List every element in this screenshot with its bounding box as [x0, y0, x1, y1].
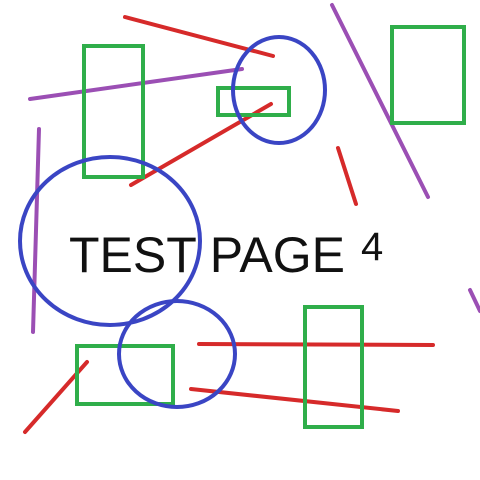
green-rect-small	[216, 86, 291, 117]
green-rect-left-tall	[82, 44, 145, 179]
red-line-middle-horizontal	[197, 342, 435, 347]
green-rectangles	[75, 25, 466, 429]
purple-line-left-vertical	[31, 127, 41, 334]
red-line-diagonal	[129, 102, 273, 187]
green-rect-bottom-tall	[303, 305, 364, 429]
green-rect-bottom-left	[75, 344, 175, 406]
purple-line-right-edge	[468, 288, 480, 313]
purple-line-right-diagonal	[330, 3, 430, 199]
blue-circle-bottom	[117, 299, 237, 409]
red-line-short-right	[336, 146, 358, 206]
page-title: TEST PAGE	[69, 227, 345, 283]
purple-line-top-horizontal	[28, 67, 244, 101]
blue-circle-top	[231, 35, 327, 145]
green-rect-top-right	[390, 25, 466, 125]
blue-circle-large	[18, 155, 202, 327]
page-number: 4	[361, 225, 383, 269]
purple-lines	[28, 3, 480, 334]
blue-circles	[18, 35, 327, 409]
